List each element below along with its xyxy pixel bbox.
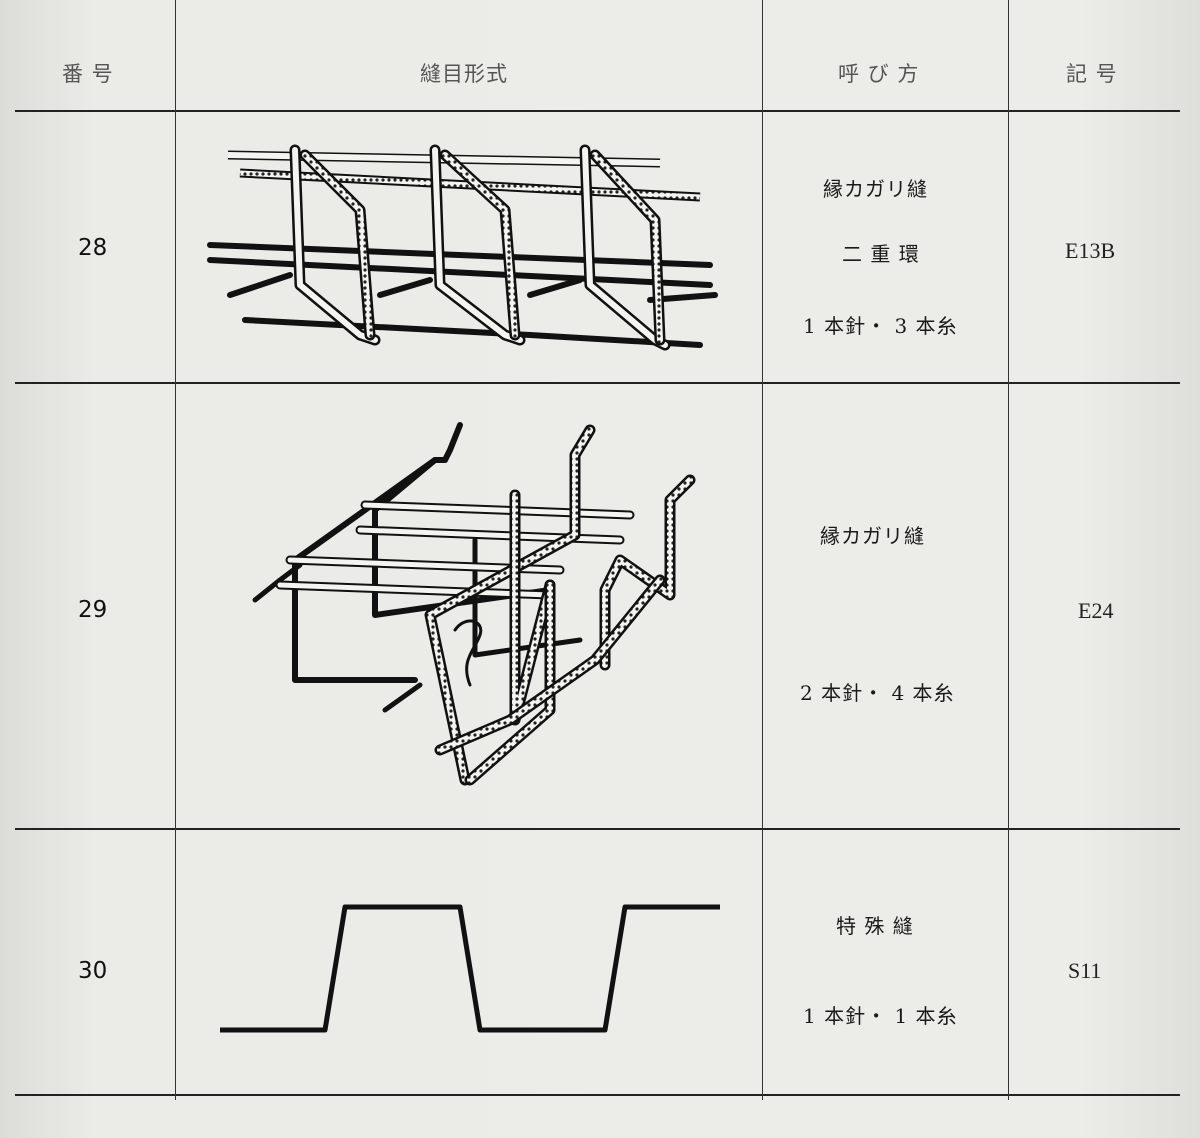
row-divider [15, 382, 1180, 384]
table-bottom-rule [15, 1094, 1180, 1096]
stitch-name-line: 特 殊 縫 [836, 914, 914, 938]
column-divider [762, 0, 764, 1100]
header-symbol: 記 号 [1066, 62, 1118, 86]
double-chain-overedge-stitch-diagram-icon [200, 135, 730, 360]
stitch-name-line: 縁カガリ縫 [820, 524, 925, 548]
header-stitch-form: 縫目形式 [420, 62, 508, 86]
special-stitch-square-wave-diagram-icon [215, 895, 730, 1040]
stitch-symbol: E24 [1078, 598, 1114, 623]
stitch-name-line: 縁カガリ縫 [823, 177, 928, 201]
stitch-spec-line: 1 本針・ 3 本糸 [803, 314, 958, 338]
column-divider [1008, 0, 1010, 1100]
stitch-symbol: S11 [1068, 958, 1102, 983]
row-number: 30 [78, 958, 108, 984]
header-name: 呼 び 方 [838, 62, 920, 86]
stitch-name-line: 二 重 環 [842, 242, 920, 266]
row-number: 29 [78, 597, 108, 623]
stitch-symbol: E13B [1065, 238, 1116, 263]
stitch-spec-line: 1 本針・ 1 本糸 [803, 1004, 958, 1028]
two-needle-four-thread-overedge-diagram-icon [250, 420, 710, 800]
header-number: 番 号 [62, 62, 114, 86]
column-divider [175, 0, 177, 1100]
stitch-spec-line: 2 本針・ 4 本糸 [800, 681, 955, 705]
row-number: 28 [78, 235, 108, 261]
header-divider [15, 110, 1180, 112]
row-divider [15, 828, 1180, 830]
